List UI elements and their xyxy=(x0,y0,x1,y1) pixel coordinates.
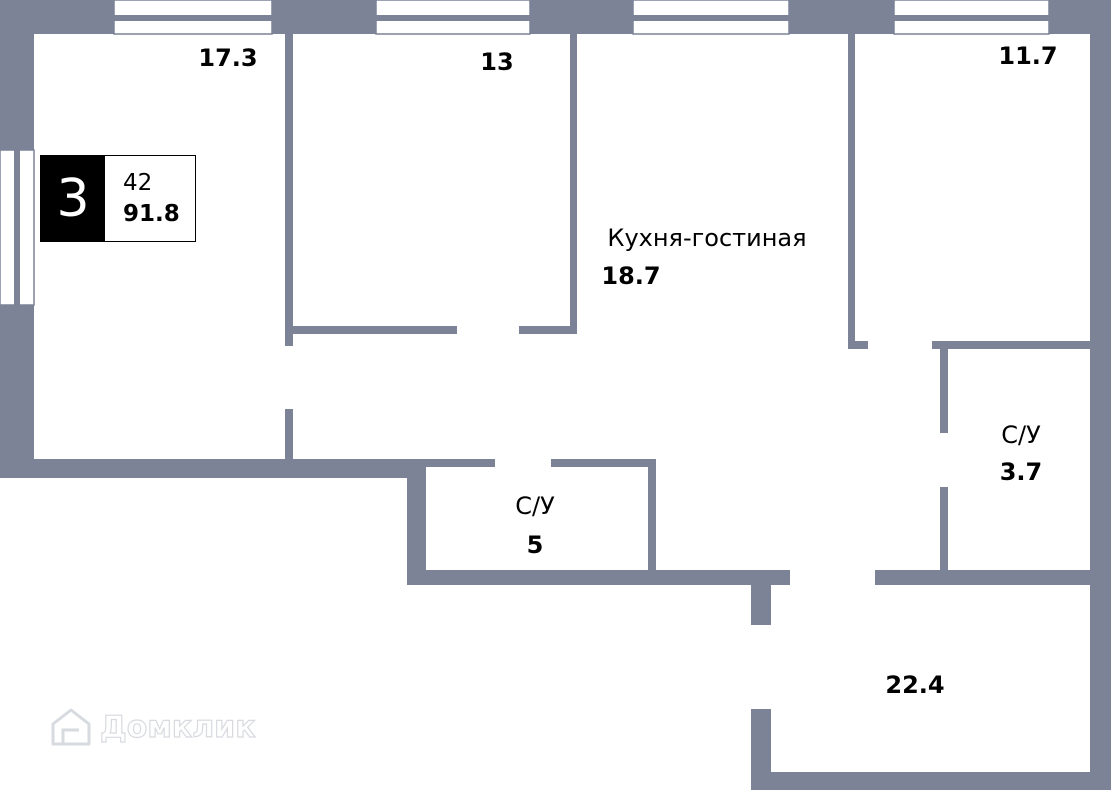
watermark-text: Домклик xyxy=(99,709,256,745)
partition-room13-bottom-left xyxy=(285,326,457,334)
partition-room117-left-foot xyxy=(848,341,868,349)
hall-area: 22.4 xyxy=(885,671,944,699)
wall-step-horizontal xyxy=(407,570,790,585)
partition-room13-right xyxy=(570,34,577,334)
partition-bath5-top-right xyxy=(551,459,656,467)
partition-bath37-left-lower xyxy=(940,487,948,572)
room-left-area: 17.3 xyxy=(198,44,257,72)
pillar-left-upper xyxy=(0,0,34,150)
wall-hall-left-upper xyxy=(751,570,771,625)
partition-left-middle-lower xyxy=(285,409,293,461)
window-left xyxy=(0,149,35,306)
bathroom-right-name: С/У xyxy=(1001,421,1041,449)
wall-right xyxy=(1090,0,1111,790)
interior-walls xyxy=(285,34,1092,572)
floor-number: 42 xyxy=(123,169,153,196)
windows xyxy=(0,0,1050,306)
partition-room117-bottom xyxy=(932,341,1092,349)
room-labels: 17.3 13 Кухня-гостиная 18.7 11.7 С/У 3.7… xyxy=(198,42,1057,699)
bathroom-right-area: 3.7 xyxy=(1000,458,1043,486)
wall-bath-right-bottom xyxy=(875,570,1111,585)
bathroom-center-area: 5 xyxy=(527,531,544,559)
house-logo-icon xyxy=(51,708,91,746)
window-4 xyxy=(893,0,1050,35)
partition-left-middle-upper xyxy=(285,34,293,346)
kitchen-living-name: Кухня-гостиная xyxy=(607,224,806,252)
bathroom-center-name: С/У xyxy=(515,492,555,520)
partition-bath37-left-upper xyxy=(940,341,948,433)
pillar-left-lower xyxy=(0,305,34,478)
domclick-watermark: Домклик xyxy=(48,704,256,750)
pillar-4 xyxy=(789,0,894,34)
window-1 xyxy=(113,0,273,35)
pillar-2 xyxy=(272,0,376,34)
window-2 xyxy=(375,0,531,35)
pillar-3 xyxy=(530,0,633,34)
apartment-badge: 3 42 91.8 xyxy=(40,155,196,242)
rooms-count: 3 xyxy=(41,156,105,241)
wall-hall-left-lower xyxy=(751,709,771,790)
total-area: 91.8 xyxy=(123,200,180,227)
partition-room117-left xyxy=(848,34,855,349)
partition-bath5-right xyxy=(648,459,656,572)
window-3 xyxy=(632,0,790,35)
facade-pillars xyxy=(0,0,1111,478)
badge-info: 42 91.8 xyxy=(105,156,195,241)
kitchen-living-area: 18.7 xyxy=(601,262,660,290)
pillar-5 xyxy=(1049,0,1111,34)
partition-room13-bottom-right xyxy=(519,326,576,334)
room-right-area: 11.7 xyxy=(998,42,1057,70)
partition-bath5-top-left xyxy=(409,459,495,467)
wall-bottom-left xyxy=(0,459,409,478)
wall-hall-bottom xyxy=(751,772,1111,790)
room-middle-area: 13 xyxy=(480,48,513,76)
wall-step-vertical xyxy=(407,459,426,585)
